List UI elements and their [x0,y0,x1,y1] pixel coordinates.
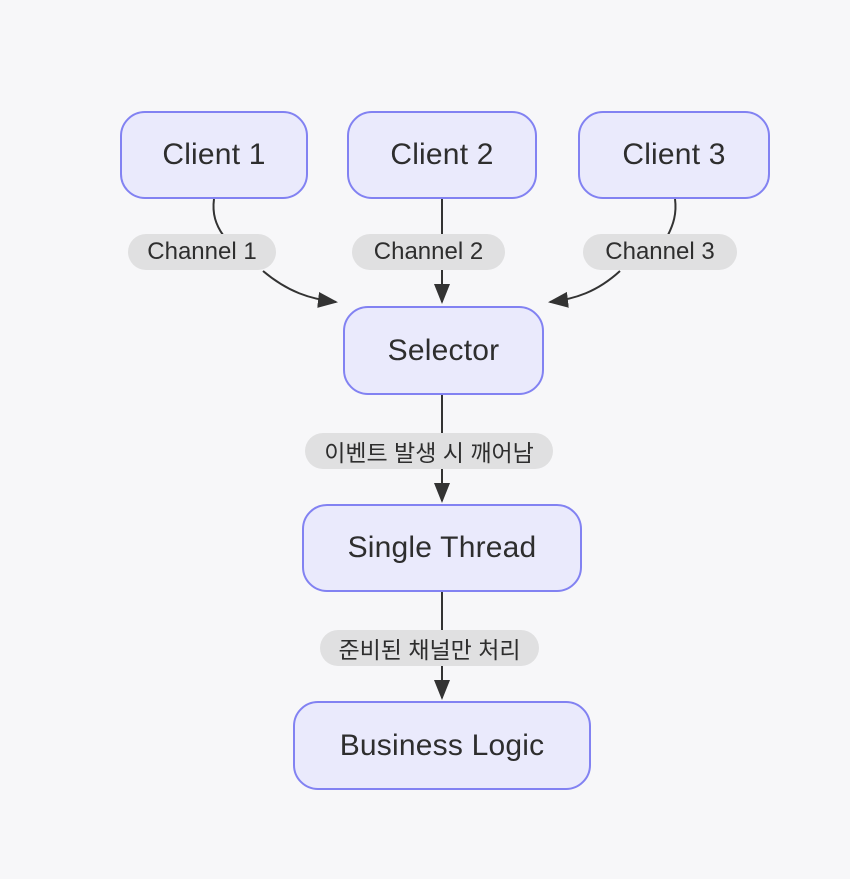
edge-label-text-event-wake-label: 이벤트 발생 시 깨어남 [324,440,534,466]
node-label-client-2: Client 2 [390,138,494,171]
edge-label-channel-1: Channel 1 [128,234,276,270]
edge-label-channel-2: Channel 2 [352,234,505,270]
node-client-3: Client 3 [578,111,770,199]
node-selector: Selector [343,306,544,395]
node-label-single-thread: Single Thread [347,531,537,564]
node-client-1: Client 1 [120,111,308,199]
edge-channel-3-to-selector [548,270,621,308]
node-label-selector: Selector [387,333,500,367]
node-label-business-logic: Business Logic [339,728,545,762]
edge-label-text-channel-3: Channel 3 [605,238,715,265]
edge-label-ready-channel-label: 준비된 채널만 처리 [320,630,539,666]
node-label-client-1: Client 1 [162,138,266,171]
node-client-2: Client 2 [347,111,537,199]
node-business-logic: Business Logic [293,701,591,790]
node-label-client-3: Client 3 [622,138,726,171]
edge-client-1-to-channel-1 [212,198,224,236]
edge-label-text-channel-1: Channel 1 [147,238,257,265]
edge-label-event-wake-label: 이벤트 발생 시 깨어남 [305,433,553,469]
edge-label-text-channel-2: Channel 2 [373,238,484,265]
edge-label-text-ready-channel-label: 준비된 채널만 처리 [338,637,521,663]
edge-channel-1-to-selector [262,270,338,308]
edge-client-3-to-channel-3 [667,198,677,236]
node-single-thread: Single Thread [302,504,582,592]
edge-label-channel-3: Channel 3 [583,234,737,270]
